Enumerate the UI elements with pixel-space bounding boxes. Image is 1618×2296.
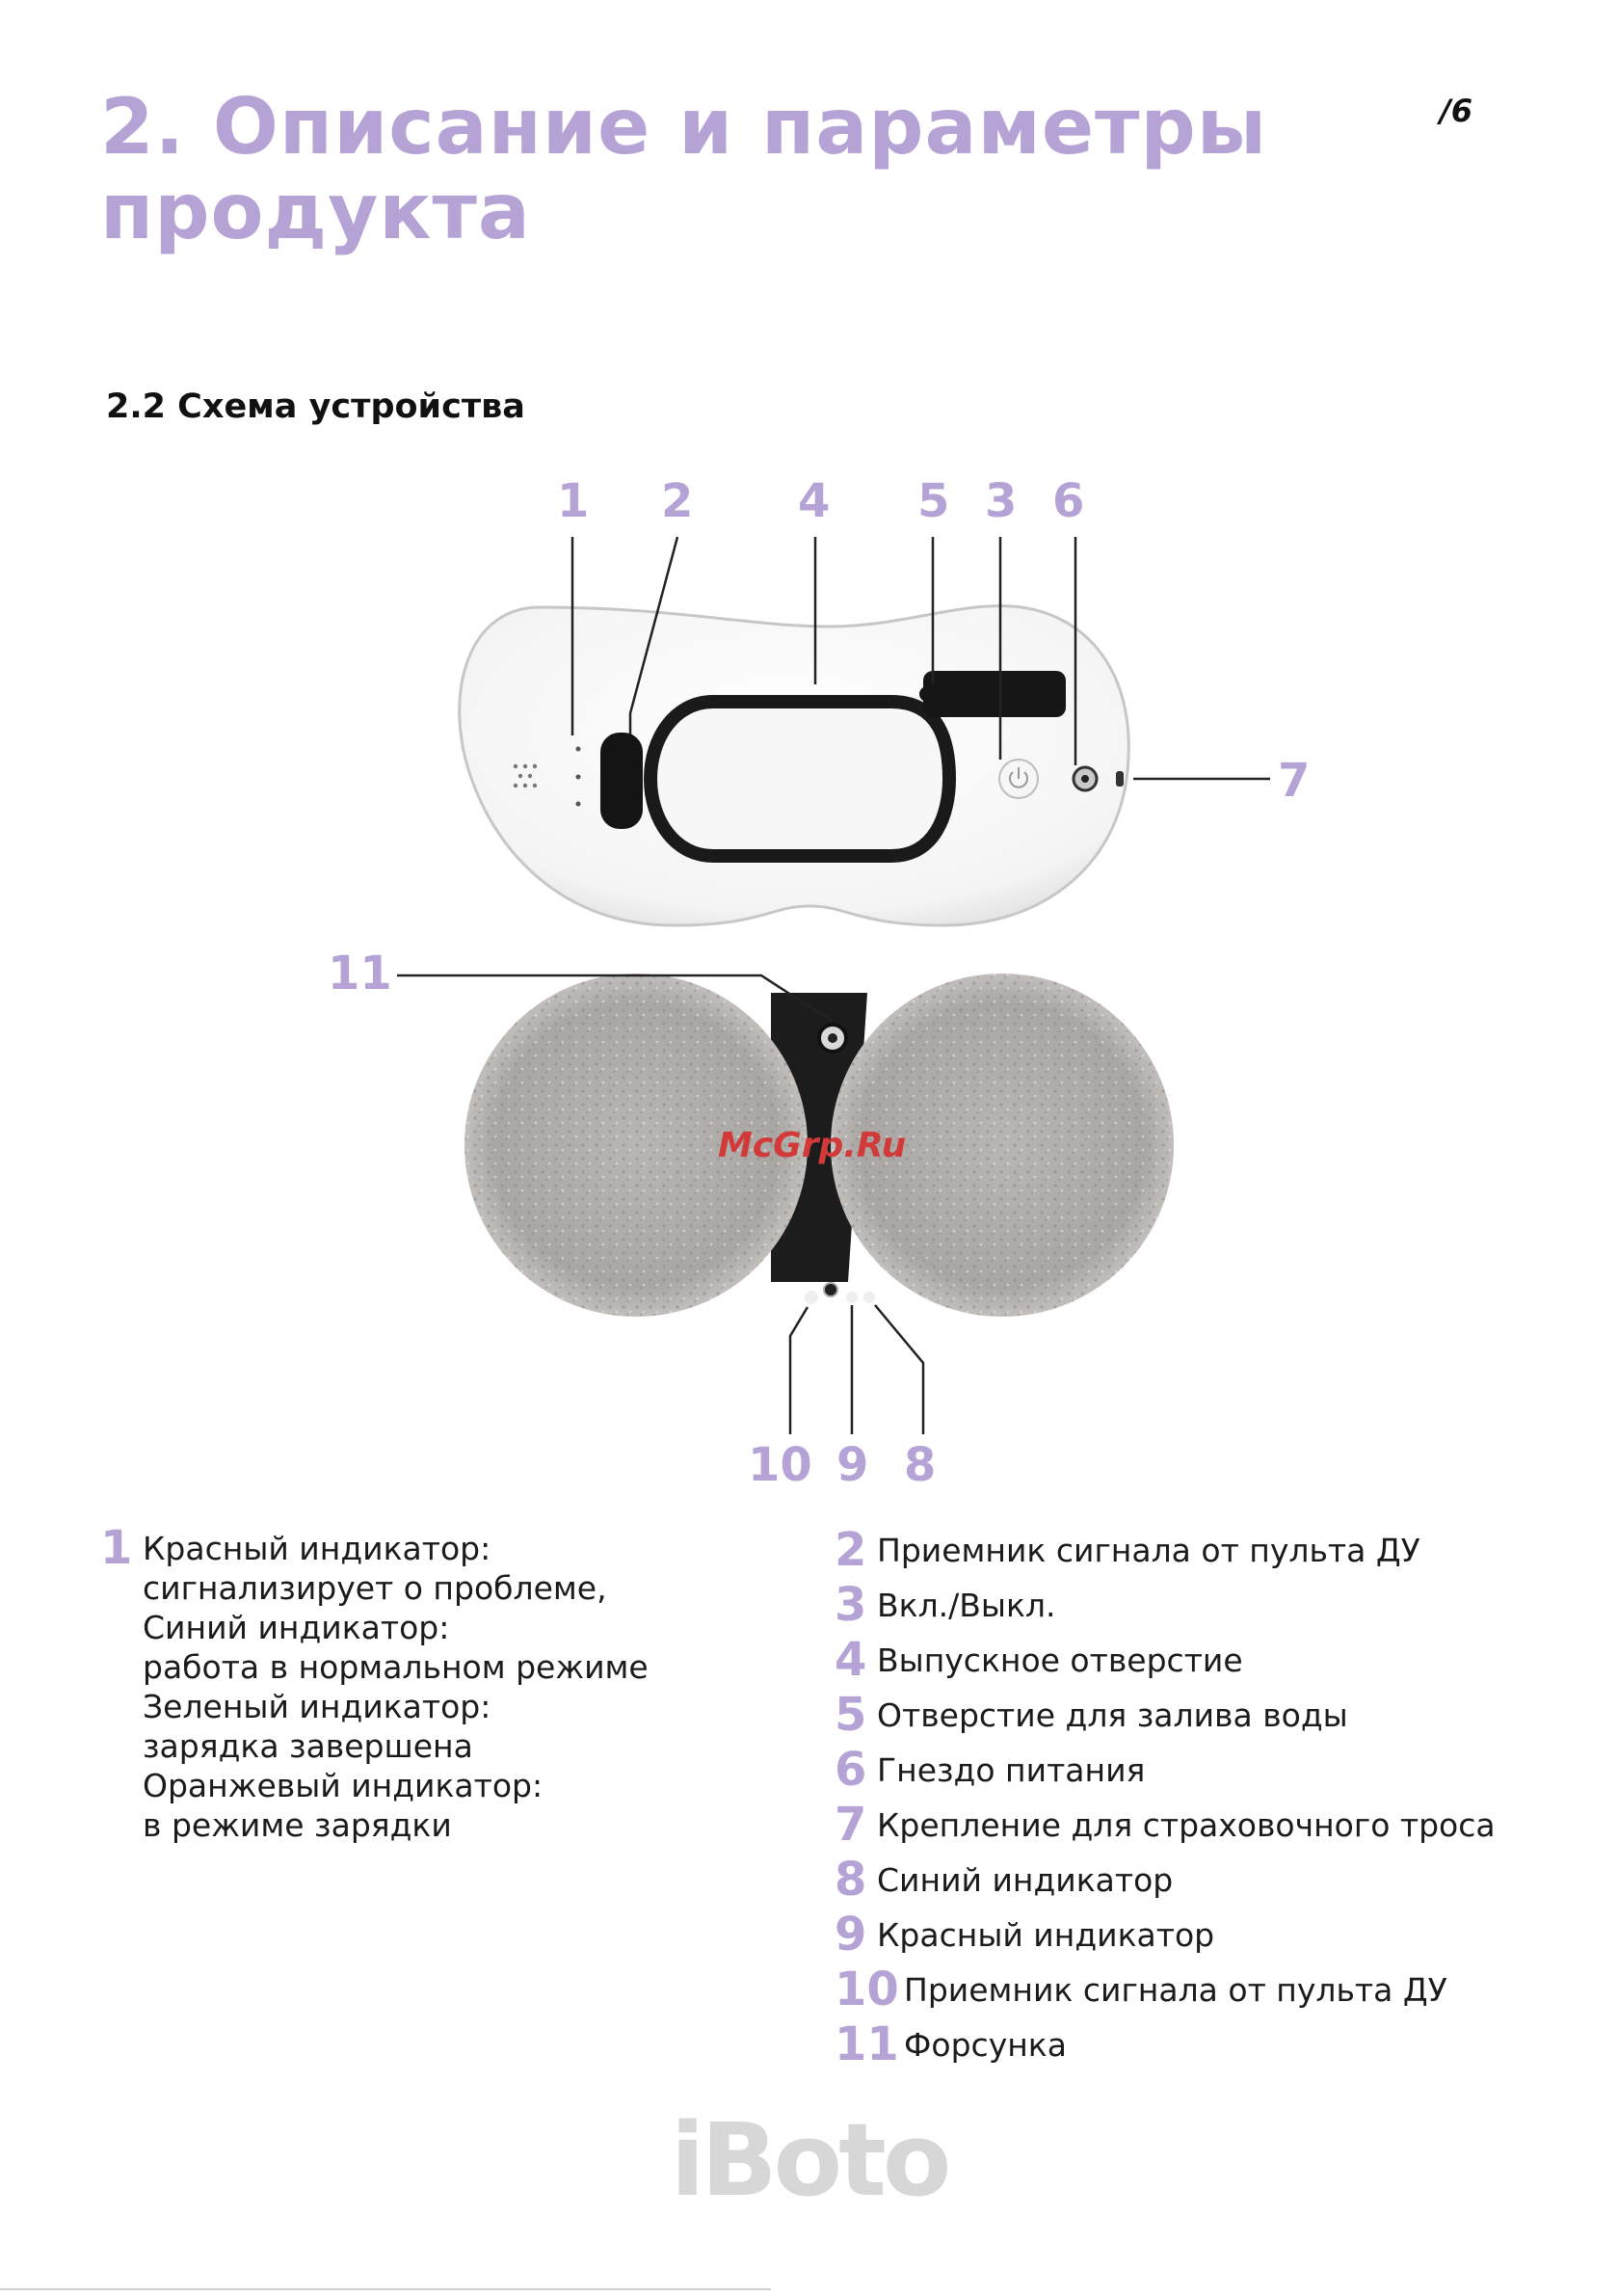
legend-number: 8 — [835, 1853, 867, 1907]
legend-text: Приемник сигнала от пульта ДУ — [904, 1971, 1447, 2009]
legend-item-10: 10 Приемник сигнала от пульта ДУ — [835, 1962, 1605, 2017]
legend-item-7: 7 Крепление для страховочного троса — [835, 1798, 1605, 1853]
speaker-grille-icon — [513, 763, 538, 788]
legend-item-9: 9 Красный индикатор — [835, 1908, 1605, 1962]
watermark: McGrp.Ru — [718, 1126, 906, 1165]
legend-text: Выпускное отверстие — [877, 1642, 1243, 1679]
callout-10: 10 — [748, 1438, 812, 1492]
legend-text: Синий индикатор — [877, 1861, 1174, 1899]
legend-item-11: 11 Форсунка — [835, 2017, 1605, 2072]
legend-number: 2 — [835, 1523, 867, 1577]
callout-4: 4 — [798, 474, 830, 528]
callout-3: 3 — [985, 474, 1017, 528]
legend-line: Красный индикатор: — [143, 1530, 491, 1567]
legend-line: в режиме зарядки — [143, 1806, 452, 1844]
brand-logo: iBoto — [670, 2101, 952, 2219]
callout-6: 6 — [1052, 474, 1084, 528]
legend-number: 3 — [835, 1578, 867, 1632]
callout-2: 2 — [661, 474, 693, 528]
bottom-divider — [0, 2288, 771, 2290]
legend-text: Вкл./Выкл. — [877, 1587, 1056, 1624]
water-fill-cap — [923, 671, 1066, 717]
legend-line: Зеленый индикатор: — [143, 1688, 491, 1725]
legend-line: зарядка завершена — [143, 1727, 473, 1765]
legend-number: 4 — [835, 1633, 867, 1687]
legend-number: 6 — [835, 1743, 867, 1797]
callout-5: 5 — [917, 474, 949, 528]
legend-line: Оранжевый индикатор: — [143, 1767, 544, 1804]
legend-text: Отверстие для залива воды — [877, 1696, 1348, 1734]
robot-bottom-view — [464, 974, 1174, 1317]
page-number: /6 — [1440, 93, 1472, 129]
legend-right: 2 Приемник сигнала от пульта ДУ 3 Вкл./В… — [835, 1523, 1605, 2072]
page-title: 2. Описание и параметры продукта — [100, 85, 1372, 254]
legend-item-2: 2 Приемник сигнала от пульта ДУ — [835, 1523, 1605, 1578]
legend-text: Приемник сигнала от пульта ДУ — [877, 1532, 1420, 1569]
legend-item-6: 6 Гнездо питания — [835, 1743, 1605, 1798]
remote-receiver-window — [600, 733, 643, 829]
legend-text: Красный индикатор — [877, 1916, 1215, 1954]
callout-7: 7 — [1278, 754, 1310, 808]
legend-text: Форсунка — [904, 2026, 1067, 2064]
callout-1: 1 — [557, 474, 589, 528]
legend-item-8: 8 Синий индикатор — [835, 1853, 1605, 1908]
section-title: 2.2 Схема устройства — [106, 387, 525, 426]
legend-number: 5 — [835, 1688, 867, 1742]
legend-item-4: 4 Выпускное отверстие — [835, 1633, 1605, 1688]
legend-number: 10 — [835, 1962, 899, 2016]
callout-9: 9 — [836, 1438, 868, 1492]
robot-top-view — [458, 604, 1130, 927]
legend-line: сигнализирует о проблеме, — [143, 1569, 607, 1607]
nozzle-icon — [817, 1023, 848, 1054]
legend-item-3: 3 Вкл./Выкл. — [835, 1578, 1605, 1633]
bottom-chassis — [771, 993, 867, 1282]
bottom-indicators — [805, 1282, 875, 1304]
legend-item-1: 1 Красный индикатор: сигнализирует о про… — [100, 1523, 736, 1845]
power-socket-icon — [1072, 765, 1099, 792]
legend-left: 1 Красный индикатор: сигнализирует о про… — [100, 1523, 736, 1845]
legend-item-5: 5 Отверстие для залива воды — [835, 1688, 1605, 1743]
power-button-icon — [998, 759, 1039, 799]
callout-8: 8 — [904, 1438, 936, 1492]
legend-number: 7 — [835, 1798, 867, 1852]
safety-rope-mount — [1116, 771, 1124, 787]
legend-line: работа в нормальном режиме — [143, 1648, 649, 1686]
page-title-line-2: продукта — [100, 167, 531, 256]
device-diagram: McGrp.Ru 1 2 4 5 3 6 7 11 10 9 8 — [328, 474, 1310, 1492]
callout-11: 11 — [328, 947, 392, 1001]
legend-number: 9 — [835, 1908, 867, 1962]
legend-text: Гнездо питания — [877, 1751, 1146, 1789]
outlet-frame — [643, 695, 957, 863]
leader-lines — [397, 536, 1270, 1434]
legend-number: 11 — [835, 2017, 899, 2071]
page-title-line-1: 2. Описание и параметры — [100, 82, 1268, 172]
legend-line: Синий индикатор: — [143, 1609, 450, 1646]
legend-number: 1 — [100, 1521, 133, 1575]
legend-text: Красный индикатор: сигнализирует о пробл… — [143, 1523, 649, 1845]
legend-text: Крепление для страховочного троса — [877, 1806, 1496, 1844]
indicator-lights — [575, 746, 581, 807]
